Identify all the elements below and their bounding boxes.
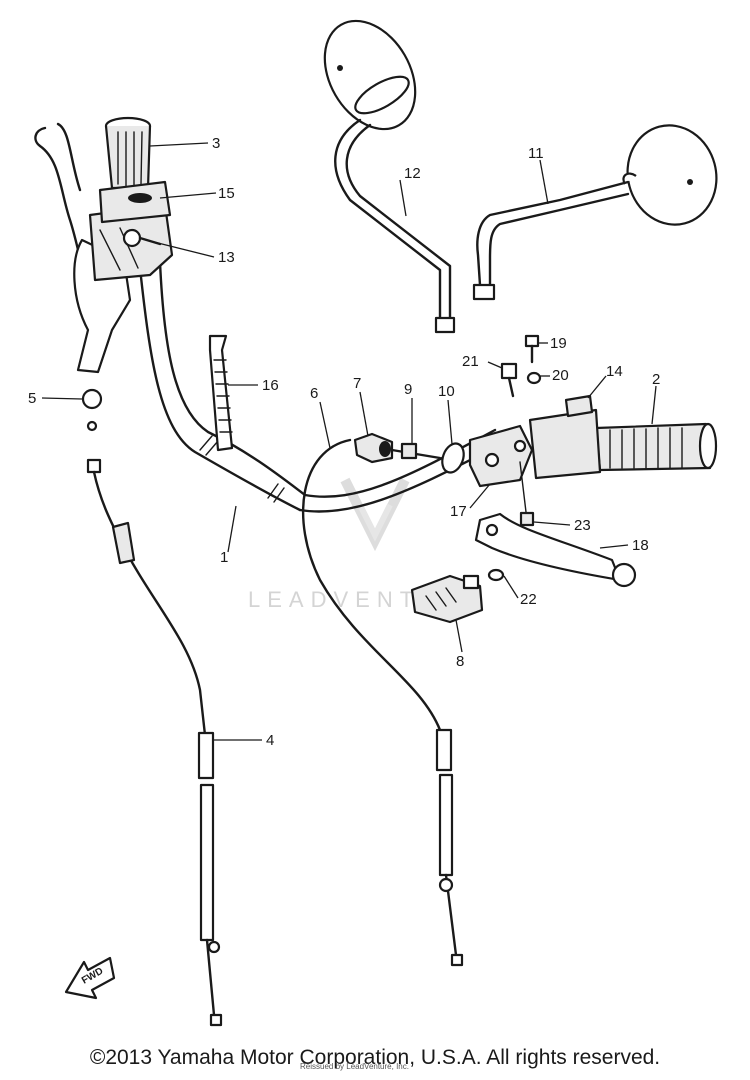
- callout-4: 4: [266, 732, 274, 749]
- part-10-washer: [441, 442, 465, 474]
- copyright-notice: ©2013 Yamaha Motor Corporation, U.S.A. A…: [89, 1046, 661, 1069]
- part-21-bolt: [500, 362, 518, 398]
- callout-7: 7: [353, 375, 361, 392]
- callout-16: 16: [262, 377, 279, 394]
- callout-5: 5: [28, 390, 36, 407]
- part-11-right-mirror: [472, 124, 718, 301]
- callout-18: 18: [632, 537, 649, 554]
- callout-10: 10: [438, 383, 455, 400]
- callout-2: 2: [652, 371, 660, 388]
- callout-17: 17: [450, 503, 467, 520]
- part-7-adjuster: [353, 432, 394, 464]
- callout-1: 1: [220, 549, 228, 566]
- part-19-screw: [524, 334, 540, 364]
- part-8-switch: [410, 574, 484, 624]
- callout-11: 11: [528, 145, 544, 162]
- callout-labels: 3 15 13 16 5 4 1 6 7 9 10 12 11: [28, 135, 660, 749]
- callout-8: 8: [456, 653, 464, 670]
- callout-15: 15: [218, 185, 235, 202]
- part-3-grip: [104, 116, 152, 190]
- callout-9: 9: [404, 381, 412, 398]
- part-22-washer: [487, 568, 505, 582]
- callout-21: 21: [462, 353, 479, 370]
- part-4-clutch-cable: [86, 458, 223, 1027]
- reissue-credit: Reissued by LeadVenture, Inc.: [300, 1062, 409, 1071]
- callout-22: 22: [520, 591, 537, 608]
- part-5-adjuster: [81, 388, 103, 432]
- callout-12: 12: [404, 165, 421, 182]
- callout-3: 3: [212, 135, 220, 152]
- part-20-washer: [526, 371, 542, 385]
- part-15-holder: [98, 180, 172, 224]
- callout-23: 23: [574, 517, 591, 534]
- handlebar-exploded-diagram: LEADVENTURE: [28, 19, 718, 1027]
- callout-6: 6: [310, 385, 318, 402]
- left-lever-assembly: [34, 122, 174, 374]
- part-9-nut: [390, 442, 442, 460]
- part-6-brake-cable: [301, 438, 464, 967]
- watermark-logo: [340, 477, 410, 552]
- callout-13: 13: [218, 249, 235, 266]
- part-2-grip: [594, 422, 718, 472]
- part-23-nut: [519, 461, 535, 527]
- callout-20: 20: [552, 367, 569, 384]
- part-1-handlebar: [138, 260, 502, 513]
- part-18-lever: [474, 512, 637, 588]
- fwd-direction-arrow: FWD: [64, 956, 116, 1000]
- part-14-throttle-housing: [528, 394, 602, 480]
- part-12-left-mirror: [323, 19, 456, 334]
- callout-19: 19: [550, 335, 567, 352]
- callout-14: 14: [606, 363, 623, 380]
- part-17-lever-holder: [468, 424, 534, 488]
- part-16-cable-band: [208, 334, 234, 452]
